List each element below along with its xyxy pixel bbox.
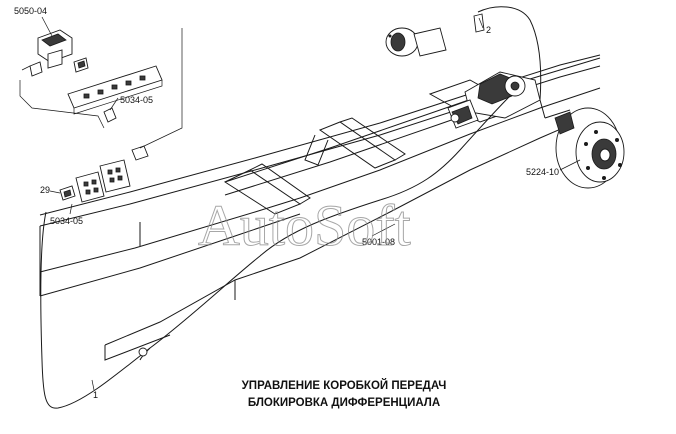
pad-pin — [107, 169, 113, 175]
connector-pad-right — [99, 159, 131, 193]
upper-actuator-mount — [413, 27, 447, 57]
connector-block-side — [73, 80, 163, 115]
pad-pin — [115, 167, 121, 173]
hub-stud — [586, 166, 590, 170]
connector-block-upper — [67, 65, 163, 161]
hub-sensor — [554, 111, 575, 135]
gearbox-fitting — [450, 113, 460, 123]
valve-port — [47, 49, 63, 69]
gearbox-unit — [447, 71, 541, 129]
leader-5001-08 — [371, 223, 396, 237]
leader-connector — [21, 65, 31, 71]
hub-stud — [615, 138, 619, 142]
valve-top — [41, 33, 67, 47]
rear-hub-assembly — [544, 107, 625, 189]
cross-member-front-top — [249, 163, 311, 205]
gearbox-flange-hub — [510, 81, 520, 91]
solenoid-valve — [29, 29, 89, 77]
cross-member-mid-top — [339, 117, 406, 161]
pad-pin — [117, 175, 123, 181]
leader-5034-05-lower — [69, 203, 73, 215]
pad-pin — [83, 181, 89, 187]
pad-pin — [109, 177, 115, 183]
pad-pin — [85, 189, 91, 195]
frame-inner-rail-top — [224, 57, 601, 183]
callout-5034-05-upper: 5034-05 — [120, 95, 153, 105]
pad-pin — [93, 187, 99, 193]
leader-5050-04 — [41, 16, 53, 37]
pad-pin — [91, 179, 97, 185]
diagram-title-line2: БЛОКИРОВКА ДИФФЕРЕНЦИАЛА — [248, 397, 440, 409]
hub-stud — [594, 130, 598, 134]
upper-actuator — [385, 27, 447, 57]
frame-rail-rear-lip — [104, 334, 171, 361]
hub-stud — [584, 142, 588, 146]
leader-5224-10 — [559, 159, 581, 171]
frame-rail-top-edge — [39, 54, 601, 216]
upper-actuator-bolt — [388, 34, 392, 38]
connector-slot — [83, 93, 90, 99]
connector-slot — [97, 89, 104, 95]
leader-bracket-upper — [139, 28, 183, 149]
frame-rail-flange — [39, 87, 601, 273]
frame-rail-top-inner — [39, 65, 601, 227]
hub-stud — [602, 176, 606, 180]
connector-pad-left — [75, 171, 105, 203]
harness-clip-ring — [138, 347, 148, 357]
frame-rail-bottom-edge — [39, 213, 301, 297]
watermark: AutoSoft — [198, 193, 411, 258]
callout-leaders — [41, 16, 581, 391]
chassis-frame — [39, 54, 601, 361]
callout-2: 2 — [486, 25, 491, 35]
hub-stud — [618, 163, 622, 167]
hub-cap — [599, 148, 611, 162]
connector-pads — [59, 159, 131, 203]
connector-slot — [111, 84, 118, 90]
callout-5224-10: 5224-10 — [526, 167, 559, 177]
callout-29: 29 — [40, 185, 50, 195]
cross-member-bracket — [304, 134, 329, 166]
diagram-title-line1: УПРАВЛЕНИЕ КОРОБКОЙ ПЕРЕДАЧ — [242, 379, 447, 392]
callout-5050-04: 5050-04 — [14, 6, 47, 16]
leader-29 — [49, 190, 61, 194]
hub-shaft — [544, 109, 571, 119]
connector-slot — [125, 80, 132, 86]
upper-actuator-core — [390, 32, 406, 52]
connector-plug-lower — [131, 145, 149, 161]
leader-bracket-left — [19, 80, 105, 129]
wiring-harness — [40, 6, 546, 409]
leader-5034-05-upper — [109, 97, 119, 111]
valve-connector-pin — [77, 60, 86, 69]
sensor-plug-core — [63, 189, 72, 198]
callout-5034-05-lower: 5034-05 — [50, 216, 83, 226]
leader-2 — [478, 17, 484, 29]
frame-rail-lower — [104, 111, 601, 346]
harness-upper — [477, 6, 546, 119]
connector-plug — [103, 107, 117, 123]
valve-connector-left — [29, 61, 43, 77]
harness-main — [40, 95, 511, 409]
connector-slot — [139, 75, 146, 81]
callout-5001-08: 5001-08 — [362, 237, 395, 247]
air-fitting — [473, 13, 485, 33]
callout-1: 1 — [93, 390, 98, 400]
leader-1 — [91, 379, 95, 391]
